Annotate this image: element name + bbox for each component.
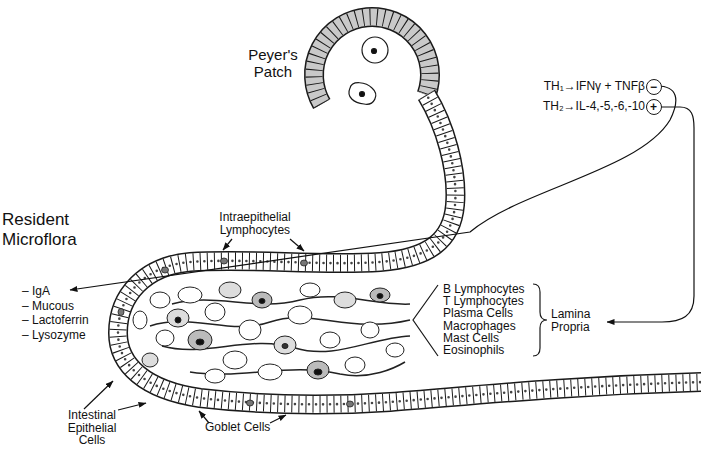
peyers-patch-cells-part: [360, 92, 365, 97]
lamina-cells-part: [133, 311, 147, 329]
intraepithelial-lymphocytes-part: [347, 401, 354, 407]
lamina-cells-part: [361, 322, 379, 338]
intestinal-epithelium-part: [118, 95, 701, 405]
lamina-fibers: [150, 297, 410, 376]
lamina-cells-part: [205, 303, 225, 321]
lamina-cells-part: [282, 344, 288, 349]
region-label: Lamina Propria: [551, 308, 603, 334]
intestinal-epithelium-part: [118, 95, 701, 405]
sign-circle: +: [646, 99, 662, 115]
leader-lines-part: [270, 415, 286, 423]
lamina-cells-part: [259, 299, 265, 304]
intestinal-epithelium: [118, 95, 701, 405]
intraepithelial-lymphocytes-part: [221, 258, 228, 264]
sign-circle: −: [646, 79, 662, 95]
lamina-cells-part: [252, 292, 272, 308]
list-bracket-part: [413, 285, 438, 356]
lamina-cells-part: [345, 357, 365, 373]
lamina-cells-part: [156, 330, 174, 346]
intraepithelial-lymphocytes-part: [162, 267, 169, 273]
lamina-cells-part: [150, 292, 170, 308]
lamina-cells-part: [320, 332, 340, 348]
leader-lines-part: [70, 86, 676, 290]
lamina-cells: [133, 282, 404, 383]
leader-lines-part: [223, 239, 232, 250]
peyers-patch-cells: [349, 37, 388, 104]
lamina-cells-part: [223, 351, 247, 369]
cell-label: Intestinal Epithelial Cells: [55, 409, 129, 447]
lamina-cells-part: [334, 292, 356, 308]
list-bracket: [413, 285, 438, 356]
intestinal-epithelium-part: [118, 95, 701, 405]
curly-brace: [533, 284, 547, 356]
factor-item: – Lactoferrin: [22, 313, 89, 327]
factor-item: – Lysozyme: [22, 328, 86, 342]
intraepithelial-lymphocytes-part: [247, 400, 254, 406]
cell-list-item: T Lymphocytes: [443, 295, 524, 307]
lamina-cells-part: [314, 369, 322, 375]
lamina-cells-part: [205, 369, 225, 383]
lamina-cells-part: [288, 306, 312, 324]
leader-lines-part: [607, 107, 694, 322]
cell-list-item: B Lymphocytes: [443, 283, 525, 295]
lamina-cells-part: [307, 361, 329, 379]
peyers-patch-dome-part: [314, 17, 430, 104]
lamina-cells-part: [196, 339, 204, 345]
lamina-cells-part: [178, 287, 202, 303]
sign-text: −: [650, 81, 657, 93]
cytokine-label: TH₂→IL-4,-5,-6,-10: [543, 100, 645, 113]
cell-list-item: Macrophages: [443, 320, 516, 332]
cell-label: Intraepithelial Lymphocytes: [205, 211, 305, 237]
lamina-cells-part: [167, 309, 189, 327]
lamina-cells-part: [258, 364, 282, 380]
peyers-patch-dome: [314, 17, 430, 104]
peyers-patch-cells-part: [362, 37, 388, 63]
intraepithelial-lymphocytes-part: [118, 309, 124, 316]
lamina-cells-part: [300, 283, 320, 297]
leader-lines-part: [290, 239, 304, 251]
lamina-cells-part: [175, 317, 181, 323]
cell-label: Goblet Cells: [205, 421, 270, 434]
lamina-cells-part: [377, 294, 383, 299]
peyers-patch-dome-part: [314, 17, 430, 104]
leader-lines-part: [118, 403, 146, 410]
intraepithelial-lymphocytes-part: [301, 260, 308, 266]
lamina-cells-part: [386, 343, 404, 357]
factor-item: – IgA: [22, 284, 50, 298]
intestinal-epithelium-part: [118, 95, 701, 405]
leader-lines: [70, 86, 694, 423]
region-label: Resident Microflora: [2, 210, 98, 250]
lamina-cells-part: [188, 330, 212, 350]
intraepithelial-lymphocytes: [118, 258, 354, 407]
curly-brace-part: [533, 284, 547, 356]
cell-list-item: Eosinophils: [443, 344, 504, 356]
lamina-cells-part: [142, 353, 158, 367]
sign-text: +: [650, 101, 657, 113]
lamina-cells-part: [274, 336, 296, 354]
leader-lines-part: [84, 381, 113, 409]
lamina-cells-part: [219, 282, 241, 298]
region-label: Peyer's Patch: [240, 46, 306, 80]
lamina-cells-part: [239, 320, 261, 340]
cell-list-item: Mast Cells: [443, 332, 499, 344]
cell-list-item: Plasma Cells: [443, 307, 513, 319]
peyers-patch-cells-part: [349, 83, 376, 105]
cytokine-label: TH₁→IFNγ + TNFβ: [544, 80, 645, 93]
peyers-patch-cells-part: [372, 49, 377, 54]
lamina-cells-part: [370, 288, 390, 302]
factor-item: – Mucous: [22, 299, 74, 313]
peyers-patch-dome-part: [314, 17, 430, 104]
